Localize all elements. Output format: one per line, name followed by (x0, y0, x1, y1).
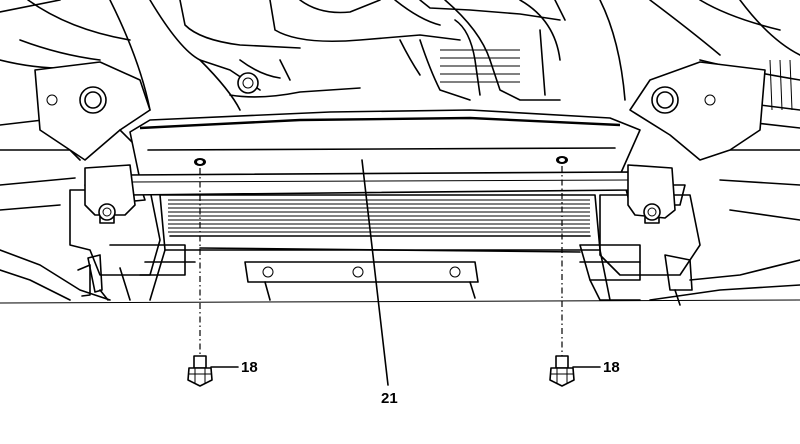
left-bolt (187, 355, 213, 387)
radiator-core (149, 194, 611, 301)
right-bolt (549, 355, 575, 387)
crossmember (84, 109, 676, 221)
left-mount-bracket (34, 61, 151, 161)
right-mount-bracket (629, 61, 766, 161)
callout-crossmember: 21 (381, 390, 398, 407)
ground-line (0, 299, 800, 304)
drain-plug-icon (237, 72, 259, 94)
crossmember-leader (361, 159, 389, 386)
callout-bolt-left: 18 (241, 359, 258, 376)
callout-bolt-right: 18 (603, 359, 620, 376)
